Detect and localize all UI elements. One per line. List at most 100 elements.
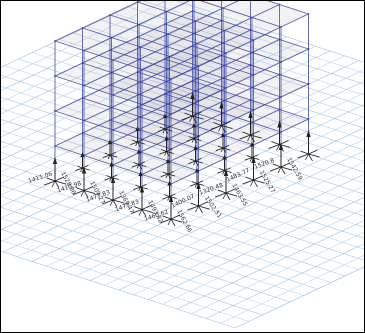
joint bbox=[222, 77, 224, 79]
reaction-arrow bbox=[167, 196, 170, 201]
reaction-arrow bbox=[166, 151, 174, 154]
reaction-arrow bbox=[138, 164, 147, 167]
reaction-arrow bbox=[101, 199, 114, 205]
reaction-arrow bbox=[189, 183, 198, 187]
reaction-arrow bbox=[77, 165, 83, 169]
support-reaction bbox=[244, 141, 260, 163]
reaction-arrow bbox=[242, 131, 251, 136]
support-reaction bbox=[181, 92, 204, 124]
reaction-arrow bbox=[250, 134, 255, 143]
grid-line bbox=[220, 255, 364, 324]
joint bbox=[139, 46, 142, 48]
joint bbox=[194, 55, 197, 57]
reaction-arrow bbox=[166, 151, 170, 157]
support-reaction bbox=[297, 130, 320, 162]
reaction-arrow bbox=[112, 199, 118, 208]
joint bbox=[197, 65, 200, 67]
reaction-arrow bbox=[169, 196, 173, 202]
joint bbox=[307, 48, 310, 50]
reaction-arrow bbox=[279, 140, 289, 145]
reaction-arrow bbox=[104, 177, 112, 181]
support-reaction bbox=[75, 152, 90, 173]
support-reaction bbox=[215, 132, 231, 153]
joint bbox=[251, 121, 253, 124]
reaction-arrow bbox=[193, 138, 202, 141]
joint bbox=[196, 42, 198, 45]
arrow-head bbox=[80, 152, 85, 157]
reaction-arrow bbox=[164, 194, 170, 197]
joint bbox=[112, 59, 114, 61]
support-reaction bbox=[162, 180, 177, 202]
joint bbox=[222, 42, 224, 44]
reaction-arrow bbox=[217, 189, 227, 194]
reaction-arrow bbox=[135, 141, 138, 147]
reaction-arrow bbox=[83, 186, 94, 191]
joint bbox=[168, 55, 171, 58]
joint bbox=[307, 118, 310, 120]
arrow-head bbox=[107, 139, 113, 144]
joint bbox=[112, 94, 114, 96]
reaction-arrow bbox=[75, 187, 85, 191]
joint bbox=[109, 14, 111, 16]
reaction-arrow bbox=[250, 134, 262, 139]
joint bbox=[280, 131, 282, 133]
reaction-arrow bbox=[214, 192, 227, 198]
beam bbox=[83, 1, 190, 51]
joint bbox=[165, 80, 168, 83]
reaction-arrow bbox=[195, 158, 202, 162]
reaction-arrow bbox=[169, 196, 177, 199]
joint bbox=[81, 62, 84, 64]
support-reaction bbox=[157, 113, 173, 134]
support-reaction bbox=[217, 154, 232, 176]
reaction-arrow bbox=[161, 149, 167, 152]
floor-slabs bbox=[55, 1, 309, 184]
joint bbox=[278, 3, 281, 6]
reaction-arrow bbox=[269, 166, 282, 172]
joint bbox=[249, 64, 252, 66]
joint bbox=[54, 40, 56, 42]
reaction-arrow bbox=[109, 154, 118, 158]
reaction-arrow bbox=[222, 145, 230, 149]
joint bbox=[225, 52, 227, 54]
arrow-head bbox=[167, 180, 172, 186]
arrow-head bbox=[190, 92, 195, 99]
arrow-head bbox=[135, 126, 140, 131]
joint bbox=[193, 102, 195, 105]
joint bbox=[109, 119, 111, 121]
reaction-arrow bbox=[137, 141, 145, 145]
support-reaction bbox=[188, 145, 203, 166]
reaction-arrow bbox=[225, 192, 238, 197]
grid-line bbox=[1, 7, 200, 103]
arrow-head bbox=[220, 132, 226, 137]
reaction-arrow bbox=[224, 170, 228, 176]
joint bbox=[194, 20, 197, 22]
arrow-head bbox=[136, 148, 142, 154]
arrow-head bbox=[191, 122, 197, 128]
reaction-arrow bbox=[43, 180, 56, 186]
reaction-arrow bbox=[191, 138, 195, 143]
joint bbox=[54, 110, 56, 112]
arrow-head bbox=[194, 167, 200, 173]
grid-line bbox=[133, 185, 364, 296]
reaction-arrow bbox=[271, 141, 280, 145]
reaction-arrow bbox=[112, 199, 125, 204]
reaction-arrow bbox=[138, 209, 143, 216]
joint bbox=[141, 103, 143, 106]
support-reaction bbox=[130, 126, 145, 147]
arrow-head bbox=[109, 161, 114, 167]
beam bbox=[54, 10, 193, 77]
joint bbox=[136, 36, 139, 38]
reaction-arrow bbox=[308, 153, 320, 158]
reaction-arrow bbox=[246, 155, 253, 158]
joint bbox=[138, 23, 140, 26]
grid-line bbox=[104, 162, 364, 286]
reaction-arrow bbox=[215, 147, 224, 151]
joint bbox=[170, 113, 172, 115]
reaction-arrow bbox=[181, 115, 193, 121]
joint bbox=[139, 116, 142, 118]
reaction-arrow bbox=[167, 171, 175, 175]
reaction-arrow bbox=[279, 144, 291, 148]
reaction-arrow bbox=[166, 148, 173, 152]
